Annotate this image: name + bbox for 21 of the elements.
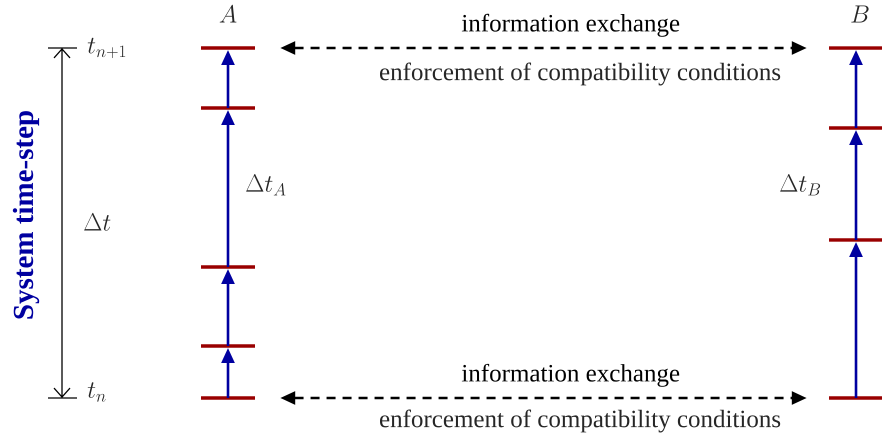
- tick-mark: [201, 344, 255, 348]
- step-label: $\Delta t_A$: [246, 174, 286, 196]
- condition-text: enforcement of compatibility conditions: [380, 410, 780, 432]
- tick-mark: [201, 396, 255, 400]
- axis-title: System time-step: [12, 111, 40, 319]
- step-label: $\Delta t_B$: [780, 174, 820, 196]
- time-label: $t_{n+1}$: [88, 38, 126, 58]
- edge-label: information exchange: [460, 362, 682, 388]
- step-label: $\Delta t$: [84, 212, 110, 231]
- tick-mark: [829, 238, 882, 242]
- time-label: $t_n$: [88, 382, 106, 402]
- math-label: $B$: [851, 6, 869, 22]
- math-label: $A$: [220, 4, 236, 22]
- tick-mark: [201, 46, 255, 50]
- tick-mark: [201, 106, 255, 110]
- tick-mark: [201, 265, 255, 269]
- edge-label: information exchange: [460, 12, 682, 38]
- condition-text: enforcement of compatibility conditions: [380, 62, 780, 86]
- tick-mark: [829, 46, 882, 50]
- tick-mark: [829, 396, 882, 400]
- tick-mark: [829, 126, 882, 130]
